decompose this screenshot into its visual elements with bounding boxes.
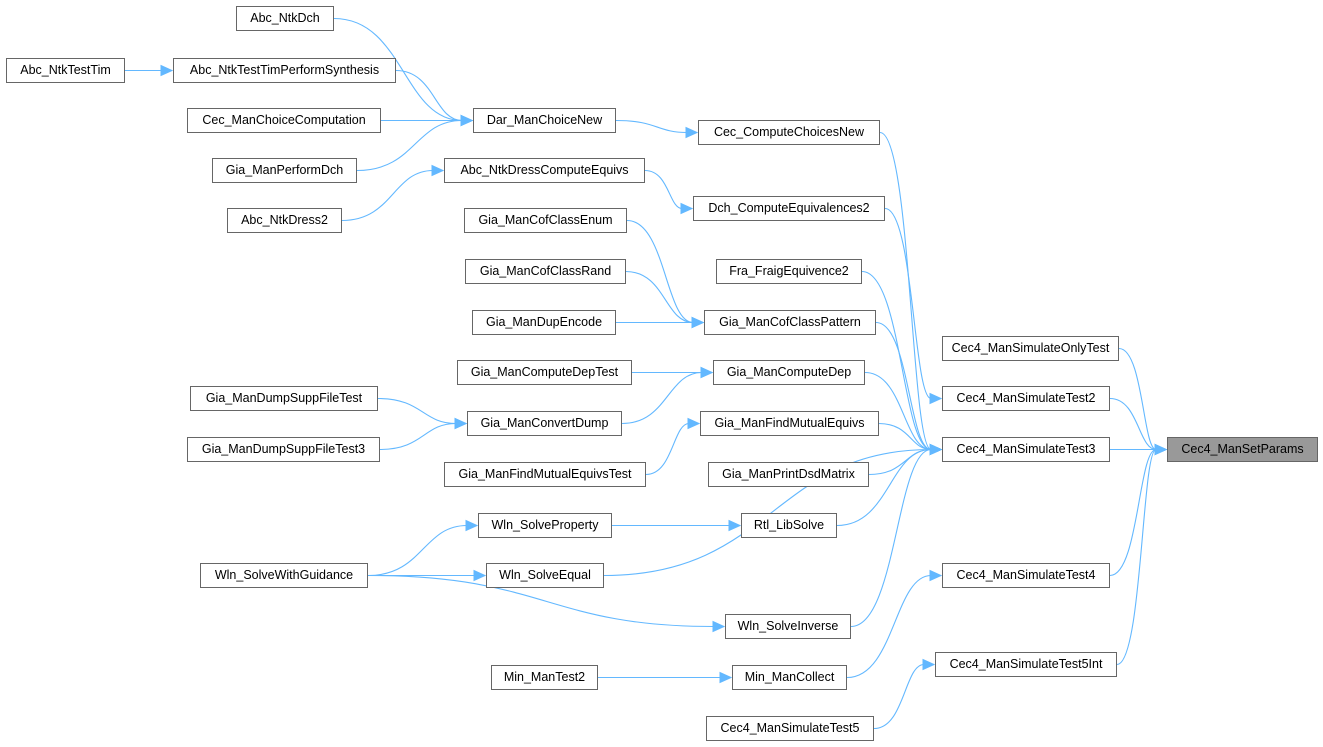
arrowhead-icon [929,569,943,582]
edge-gia-manconvertdump-to-gia-mancomputedep [621,366,714,425]
edge-abc-ntktesttim-to-abc-ntktesttimperformsynthesis [124,64,174,77]
node-cec4-mansimulatetest5int[interactable]: Cec4_ManSimulateTest5Int [935,652,1117,677]
node-cec4-mansimulateonlytest[interactable]: Cec4_ManSimulateOnlyTest [942,336,1119,361]
node-wln-solveinverse[interactable]: Wln_SolveInverse [725,614,851,639]
edge-gia-mancofclasspattern-to-cec4-mansimulatetest3 [875,321,943,456]
node-gia-manfindmutualequivstest[interactable]: Gia_ManFindMutualEquivsTest [444,462,646,487]
arrowhead-icon [712,620,726,633]
node-wln-solveproperty[interactable]: Wln_SolveProperty [478,513,612,538]
edge-dar-manchoicenew-to-cec-computechoicesnew [615,119,699,139]
node-abc-ntkdress2[interactable]: Abc_NtkDress2 [227,208,342,233]
edge-gia-mandupencode-to-gia-mancofclasspattern [616,316,705,329]
node-gia-manfindmutualequivs[interactable]: Gia_ManFindMutualEquivs [700,411,879,436]
arrowhead-icon [929,443,943,456]
node-gia-manprintdsdmatrix[interactable]: Gia_ManPrintDsdMatrix [708,462,869,487]
node-abc-ntktesttimperformsynthesis[interactable]: Abc_NtkTestTimPerformSynthesis [173,58,396,83]
arrowhead-icon [700,366,714,379]
arrowhead-icon [465,519,479,532]
arrowhead-icon [719,671,733,684]
node-dch-computeequivalences2[interactable]: Dch_ComputeEquivalences2 [693,196,885,221]
node-cec4-mansimulatetest4[interactable]: Cec4_ManSimulateTest4 [942,563,1110,588]
edge-wln-solvewithguidance-to-wln-solveproperty [367,519,479,577]
node-rtl-libsolve[interactable]: Rtl_LibSolve [741,513,837,538]
node-gia-mandumpsuppfiletest[interactable]: Gia_ManDumpSuppFileTest [190,386,378,411]
node-abc-ntktesttim[interactable]: Abc_NtkTestTim [6,58,125,83]
node-gia-manconvertdump[interactable]: Gia_ManConvertDump [467,411,622,436]
edge-min-mantest2-to-min-mancollect [597,671,733,684]
node-abc-ntkdresscomputeequivs[interactable]: Abc_NtkDressComputeEquivs [444,158,645,183]
edge-wln-solvewithguidance-to-wln-solveinverse [367,574,726,633]
node-gia-mandumpsuppfiletest3[interactable]: Gia_ManDumpSuppFileTest3 [187,437,380,462]
node-cec4-mansimulatetest2[interactable]: Cec4_ManSimulateTest2 [942,386,1110,411]
edge-cec4-mansimulateonlytest-to-cec4-mansetparams [1118,347,1168,456]
node-gia-mancomputedep[interactable]: Gia_ManComputeDep [713,360,865,385]
node-cec4-mansimulatetest5[interactable]: Cec4_ManSimulateTest5 [706,716,874,741]
edge-gia-manperformdch-to-dar-manchoicenew [356,114,474,172]
arrowhead-icon [473,569,487,582]
arrowhead-icon [728,519,742,532]
node-gia-mandupencode[interactable]: Gia_ManDupEncode [472,310,616,335]
node-cec4-mansetparams: Cec4_ManSetParams [1167,437,1318,462]
node-cec4-mansimulatetest3[interactable]: Cec4_ManSimulateTest3 [942,437,1110,462]
arrowhead-icon [691,316,705,329]
arrowhead-icon [1154,443,1168,456]
arrowhead-icon [680,202,694,215]
arrowhead-icon [160,64,174,77]
node-min-mantest2[interactable]: Min_ManTest2 [491,665,598,690]
edge-dch-computeequivalences2-to-cec4-mansimulatetest2 [884,207,943,405]
node-cec-manchoicecomputation[interactable]: Cec_ManChoiceComputation [187,108,381,133]
edge-cec4-mansimulatetest4-to-cec4-mansetparams [1109,443,1168,577]
edge-cec4-mansimulatetest5-to-cec4-mansimulatetest5int [873,658,936,730]
node-cec-computechoicesnew[interactable]: Cec_ComputeChoicesNew [698,120,880,145]
node-wln-solvewithguidance[interactable]: Wln_SolveWithGuidance [200,563,368,588]
node-fra-fraigequivence2[interactable]: Fra_FraigEquivence2 [716,259,862,284]
edge-gia-mandumpsuppfiletest3-to-gia-manconvertdump [379,417,468,451]
node-wln-solveequal[interactable]: Wln_SolveEqual [486,563,604,588]
arrowhead-icon [685,126,699,139]
edge-abc-ntkdresscomputeequivs-to-dch-computeequivalences2 [644,169,694,215]
node-dar-manchoicenew[interactable]: Dar_ManChoiceNew [473,108,616,133]
edge-gia-mancofclassrand-to-gia-mancofclasspattern [625,270,705,329]
arrowhead-icon [687,417,701,430]
edge-wln-solveinverse-to-cec4-mansimulatetest3 [850,443,943,628]
arrowhead-icon [454,417,468,430]
node-gia-mancomputedeptest[interactable]: Gia_ManComputeDepTest [457,360,632,385]
edge-abc-ntkdress2-to-abc-ntkdresscomputeequivs [341,164,445,222]
arrowhead-icon [929,392,943,405]
node-min-mancollect[interactable]: Min_ManCollect [732,665,847,690]
edge-wln-solveproperty-to-rtl-libsolve [611,519,742,532]
node-gia-mancofclassenum[interactable]: Gia_ManCofClassEnum [464,208,627,233]
arrowhead-icon [460,114,474,127]
edge-min-mancollect-to-cec4-mansimulatetest4 [846,569,943,679]
edge-gia-manfindmutualequivstest-to-gia-manfindmutualequivs [645,417,701,476]
node-gia-mancofclassrand[interactable]: Gia_ManCofClassRand [465,259,626,284]
node-gia-manperformdch[interactable]: Gia_ManPerformDch [212,158,357,183]
arrowhead-icon [431,164,445,177]
node-abc-ntkdch[interactable]: Abc_NtkDch [236,6,334,31]
arrowhead-icon [922,658,936,671]
node-gia-mancofclasspattern[interactable]: Gia_ManCofClassPattern [704,310,876,335]
edge-cec4-mansimulatetest5int-to-cec4-mansetparams [1116,443,1168,666]
